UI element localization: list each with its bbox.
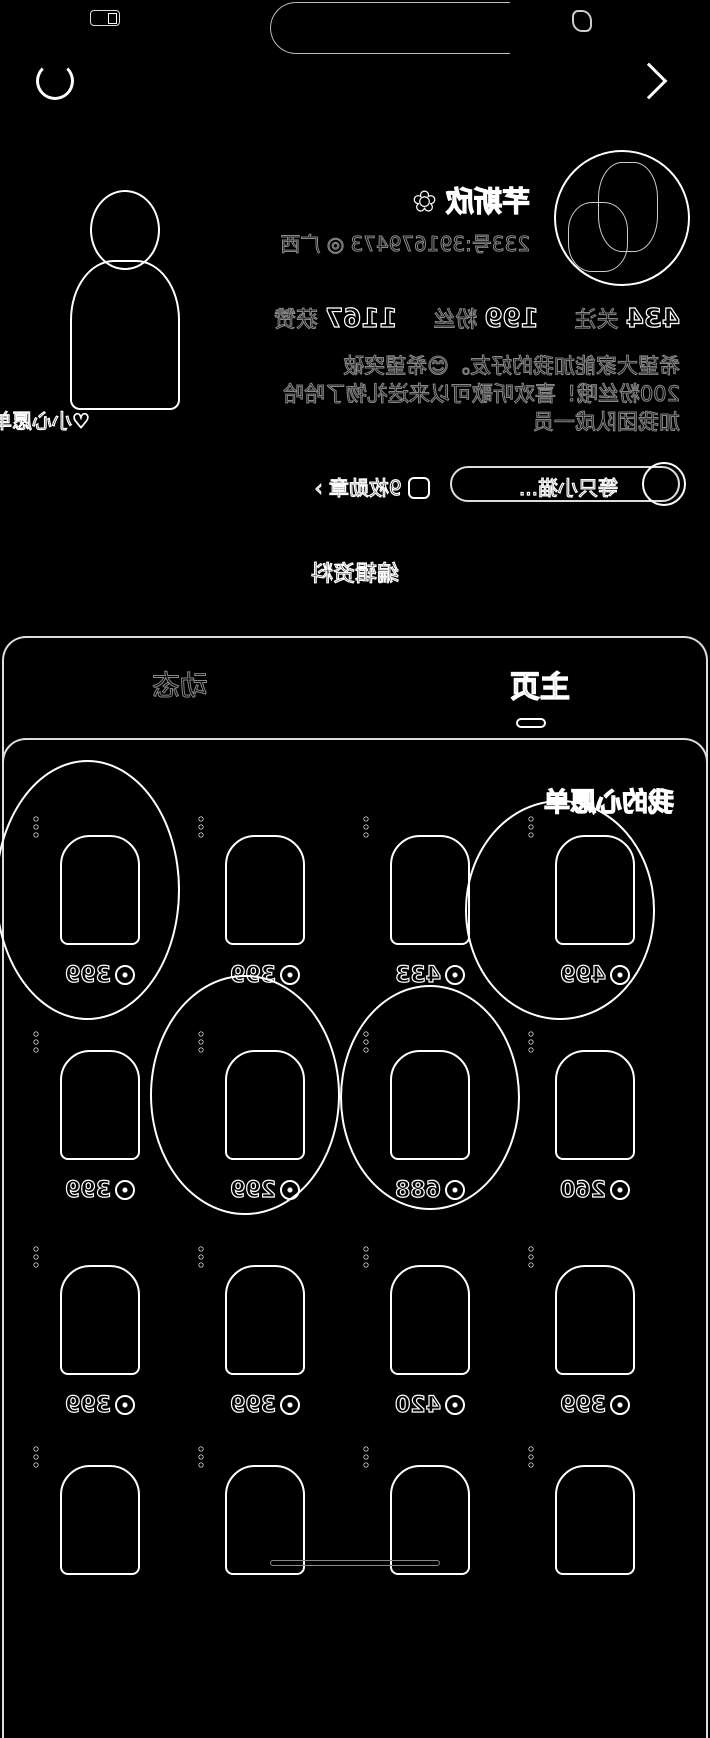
highlight-circle — [0, 760, 180, 1020]
profile-screen: 芊斯欣 ✿ 233号:391679473 ◎ 广西 434 关注 199 粉丝 … — [0, 0, 710, 1578]
coin-icon — [114, 1180, 135, 1200]
more-dots-icon[interactable] — [198, 1245, 204, 1269]
more-dots-icon[interactable] — [198, 1445, 204, 1469]
coin-icon — [444, 1395, 465, 1415]
item-price: 399 — [25, 1177, 175, 1204]
item-thumbnail — [60, 1465, 140, 1575]
item-thumbnail — [390, 835, 470, 945]
more-dots-icon[interactable] — [198, 815, 204, 839]
wishlist-item[interactable]: 260 — [520, 1030, 670, 1230]
more-dots-icon[interactable] — [528, 1445, 534, 1469]
item-price: 260 — [520, 1177, 670, 1204]
wishlist-item[interactable] — [520, 1445, 670, 1645]
item-thumbnail — [225, 1265, 305, 1375]
coin-icon — [279, 1395, 300, 1415]
item-price: 399 — [520, 1392, 670, 1419]
coin-icon — [279, 965, 300, 985]
more-dots-icon[interactable] — [363, 815, 369, 839]
wishlist-item[interactable] — [190, 1445, 340, 1645]
highlight-circle — [465, 800, 655, 1020]
wishlist-item[interactable]: 399 — [25, 1030, 175, 1230]
item-thumbnail — [225, 835, 305, 945]
coin-icon — [444, 965, 465, 985]
coin-icon — [609, 1180, 630, 1200]
more-dots-icon[interactable] — [33, 1245, 39, 1269]
item-thumbnail — [390, 1265, 470, 1375]
item-thumbnail — [60, 1050, 140, 1160]
wishlist-item[interactable]: 399 — [25, 1245, 175, 1445]
more-dots-icon[interactable] — [33, 1445, 39, 1469]
wishlist-item[interactable] — [25, 1445, 175, 1645]
item-thumbnail — [390, 1465, 470, 1575]
more-dots-icon[interactable] — [528, 1030, 534, 1054]
highlight-circle — [150, 975, 340, 1215]
wishlist-item[interactable]: 399 — [520, 1245, 670, 1445]
wishlist-item[interactable]: 420 — [355, 1245, 505, 1445]
wishlist-item[interactable] — [355, 1445, 505, 1645]
more-dots-icon[interactable] — [528, 1245, 534, 1269]
wishlist-item[interactable]: 399 — [190, 1245, 340, 1445]
coin-icon — [114, 1395, 135, 1415]
coin-icon — [609, 1395, 630, 1415]
highlight-circle — [340, 985, 520, 1210]
more-dots-icon[interactable] — [363, 1245, 369, 1269]
item-price: 399 — [190, 1392, 340, 1419]
item-price: 420 — [355, 1392, 505, 1419]
item-thumbnail — [555, 1265, 635, 1375]
home-indicator — [270, 1560, 440, 1566]
more-dots-icon[interactable] — [33, 1030, 39, 1054]
item-price: 399 — [25, 1392, 175, 1419]
more-dots-icon[interactable] — [363, 1445, 369, 1469]
item-thumbnail — [555, 1465, 635, 1575]
item-thumbnail — [225, 1465, 305, 1575]
item-thumbnail — [60, 1265, 140, 1375]
item-thumbnail — [555, 1050, 635, 1160]
